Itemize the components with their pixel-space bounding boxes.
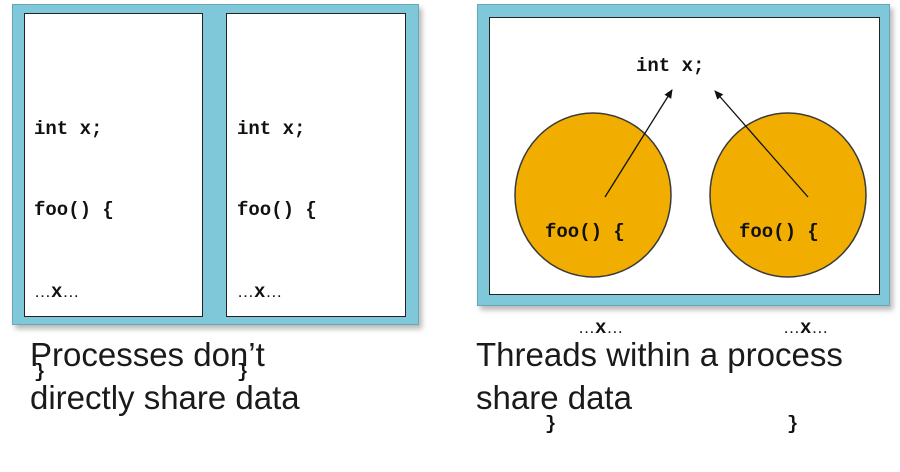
thread-2-code: foo() { …x… }: [739, 152, 828, 472]
var-x: x: [595, 317, 607, 339]
threads-diagram: [514, 89, 867, 278]
process-1-decl: int x;: [34, 118, 103, 140]
thread-2-body: …x…: [739, 312, 828, 344]
ellipsis: …: [237, 282, 254, 301]
thread-1-close: }: [545, 413, 557, 435]
thread-1-arrow: [604, 89, 673, 198]
process-2-decl: int x;: [237, 118, 306, 140]
ellipsis: …: [34, 282, 51, 301]
process-2-close: }: [237, 361, 249, 383]
var-x: x: [51, 281, 63, 303]
process-2-body: …x…: [237, 278, 317, 305]
processes-caption-line2: directly share data: [30, 379, 300, 416]
thread-1-func: foo() {: [545, 221, 625, 243]
process-box-2: [226, 13, 406, 317]
ellipsis: …: [811, 318, 829, 337]
var-x: x: [800, 317, 812, 339]
processes-caption: Processes don’t directly share data: [30, 333, 300, 419]
ellipsis: …: [783, 318, 800, 337]
thread-2-circle: [709, 112, 867, 278]
threads-caption-line2: share data: [476, 379, 632, 416]
threads-caption-line1: Threads within a process: [476, 336, 843, 373]
thread-2-brace: }: [787, 413, 799, 435]
process-1-close: }: [34, 361, 46, 383]
process-1-func: foo() {: [34, 199, 114, 221]
thread-1-body: …x…: [545, 312, 625, 344]
thread-2-close: }: [739, 408, 828, 440]
ellipsis: …: [606, 318, 624, 337]
ellipsis: …: [578, 318, 595, 337]
var-x: x: [254, 281, 266, 303]
process-2-func: foo() {: [237, 199, 317, 221]
process-1-code: int x; foo() { …x… }: [34, 62, 114, 413]
process-box-1: [24, 13, 203, 317]
processes-caption-line1: Processes don’t: [30, 336, 265, 373]
thread-2-arrow: [714, 90, 809, 198]
threads-caption: Threads within a process share data: [476, 333, 843, 419]
ellipsis: …: [62, 282, 80, 301]
process-1-body: …x…: [34, 278, 114, 305]
shared-declaration: int x;: [636, 55, 705, 77]
ellipsis: …: [265, 282, 283, 301]
thread-2-func: foo() {: [739, 221, 819, 243]
thread-1-code: foo() { …x… }: [545, 152, 625, 472]
process-2-code: int x; foo() { …x… }: [237, 62, 317, 413]
